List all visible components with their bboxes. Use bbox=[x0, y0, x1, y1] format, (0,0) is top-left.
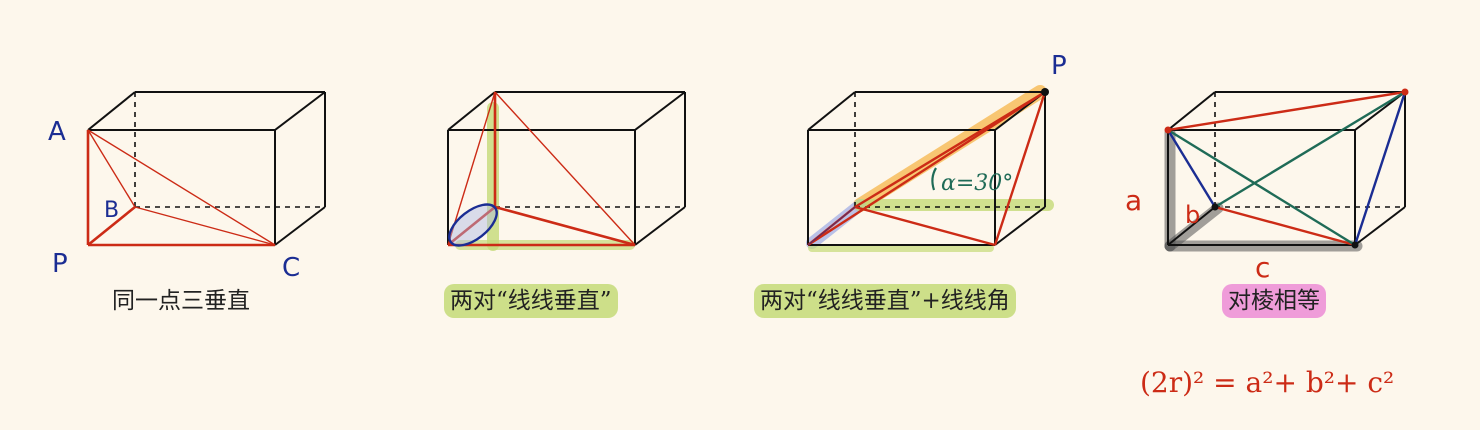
label-a: a bbox=[1125, 184, 1142, 217]
caption-panel-1: 同一点三垂直 bbox=[112, 288, 250, 314]
edge bbox=[1167, 91, 1216, 131]
red-segment bbox=[447, 91, 496, 246]
edge bbox=[87, 91, 136, 131]
caption-panel-4: 对棱相等 bbox=[1222, 284, 1326, 318]
edge bbox=[274, 91, 326, 131]
blue-segment bbox=[807, 206, 856, 246]
edge bbox=[994, 206, 1046, 246]
edge bbox=[447, 91, 496, 131]
red-segment bbox=[993, 91, 1047, 246]
red-edge-pair bbox=[1214, 205, 1356, 247]
edge bbox=[274, 206, 326, 246]
caption-panel-2: 两对“线线垂直” bbox=[444, 284, 618, 318]
point-P bbox=[1041, 88, 1049, 96]
blue-edge-pair bbox=[1353, 91, 1407, 246]
teal-edge-pair bbox=[1214, 90, 1406, 209]
formula: (2r)² = a²+ b²+ c² bbox=[1140, 366, 1394, 399]
red-segment bbox=[807, 90, 1046, 247]
panel-2-cube bbox=[447, 91, 686, 251]
label-c: c bbox=[1255, 251, 1270, 284]
panel-3-cube: α=30° P bbox=[806, 51, 1067, 252]
teal-edge-pair bbox=[1167, 128, 1356, 247]
gray-highlight-b bbox=[1164, 202, 1224, 252]
red-segment-PB bbox=[87, 205, 136, 247]
panel-1-cube: A B P C bbox=[48, 91, 326, 283]
red-segment-diagonal bbox=[494, 205, 636, 247]
red-segment-AB bbox=[87, 129, 136, 208]
label-A: A bbox=[48, 117, 66, 147]
edge bbox=[1167, 206, 1216, 246]
angle-label: α=30° bbox=[941, 171, 1013, 196]
label-P: P bbox=[1051, 51, 1067, 81]
edge bbox=[807, 91, 856, 131]
caption-panel-3: 两对“线线垂直”+线线角 bbox=[754, 284, 1016, 318]
red-segment bbox=[494, 91, 636, 246]
red-segment-BC bbox=[134, 206, 276, 246]
label-P: P bbox=[52, 249, 68, 279]
vertex-dot bbox=[1211, 203, 1219, 211]
edge bbox=[634, 91, 686, 131]
label-C: C bbox=[282, 253, 300, 283]
label-b: b bbox=[1185, 201, 1200, 229]
blue-edge-pair bbox=[1166, 129, 1217, 208]
blue-ellipse-mark bbox=[448, 203, 498, 247]
angle-arc bbox=[931, 167, 937, 191]
vertex-dot bbox=[1164, 126, 1172, 134]
red-segment-short bbox=[447, 205, 496, 247]
vertex-dot bbox=[1401, 88, 1409, 96]
label-B: B bbox=[104, 198, 119, 223]
edge bbox=[1354, 206, 1406, 246]
panel-4-cube: a b c (2r)² = a²+ b²+ c² bbox=[1125, 88, 1409, 399]
vertex-dot bbox=[1351, 241, 1359, 249]
edge bbox=[634, 206, 686, 246]
red-segment bbox=[854, 205, 996, 247]
red-edge-pair bbox=[1167, 90, 1406, 132]
red-segment-AC bbox=[87, 129, 276, 246]
